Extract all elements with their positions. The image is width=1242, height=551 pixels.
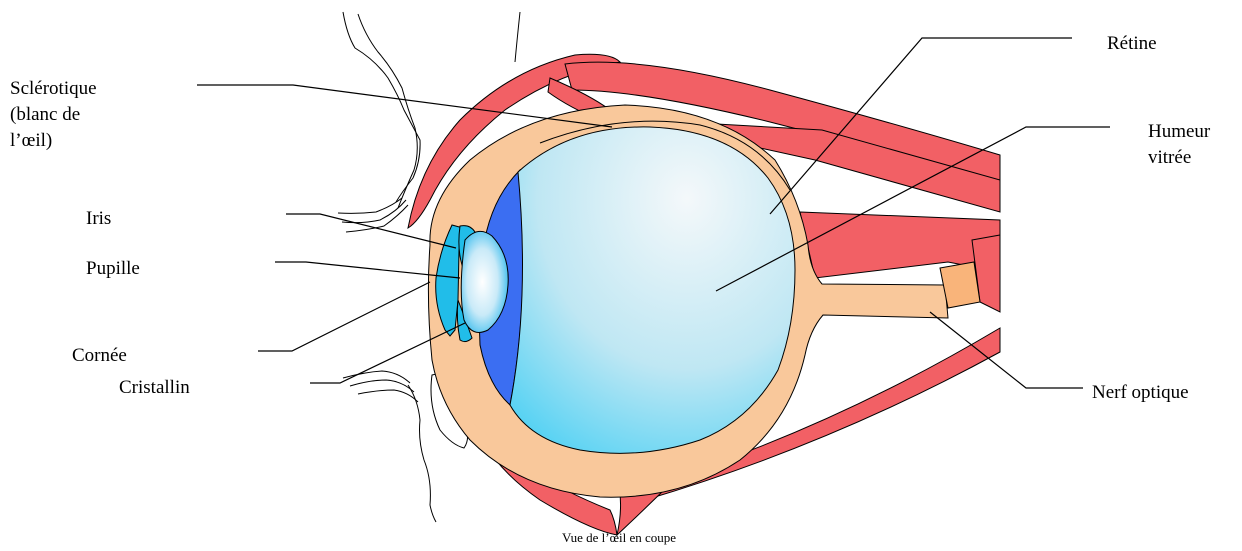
label-sclerotique-line1: Sclérotique	[10, 76, 150, 102]
label-pupille: Pupille	[86, 256, 140, 282]
diagram-caption: Vue de l’œil en coupe	[562, 530, 676, 546]
vitreous-humor	[510, 127, 795, 453]
label-sclerotique: Sclérotique (blanc de l’œil)	[10, 76, 150, 154]
label-cristallin: Cristallin	[119, 375, 190, 401]
label-retine: Rétine	[1107, 31, 1157, 57]
label-humeur-line1: Humeur	[1148, 119, 1238, 145]
label-humeur-vitree: Humeur vitrée	[1148, 119, 1238, 171]
label-cornee: Cornée	[72, 343, 127, 369]
label-humeur-line2: vitrée	[1148, 145, 1238, 171]
label-sclerotique-line3: l’œil)	[10, 128, 150, 154]
label-iris: Iris	[86, 206, 111, 232]
label-nerf-optique: Nerf optique	[1092, 380, 1189, 406]
leader-cornee	[258, 282, 430, 351]
label-sclerotique-line2: (blanc de	[10, 102, 150, 128]
